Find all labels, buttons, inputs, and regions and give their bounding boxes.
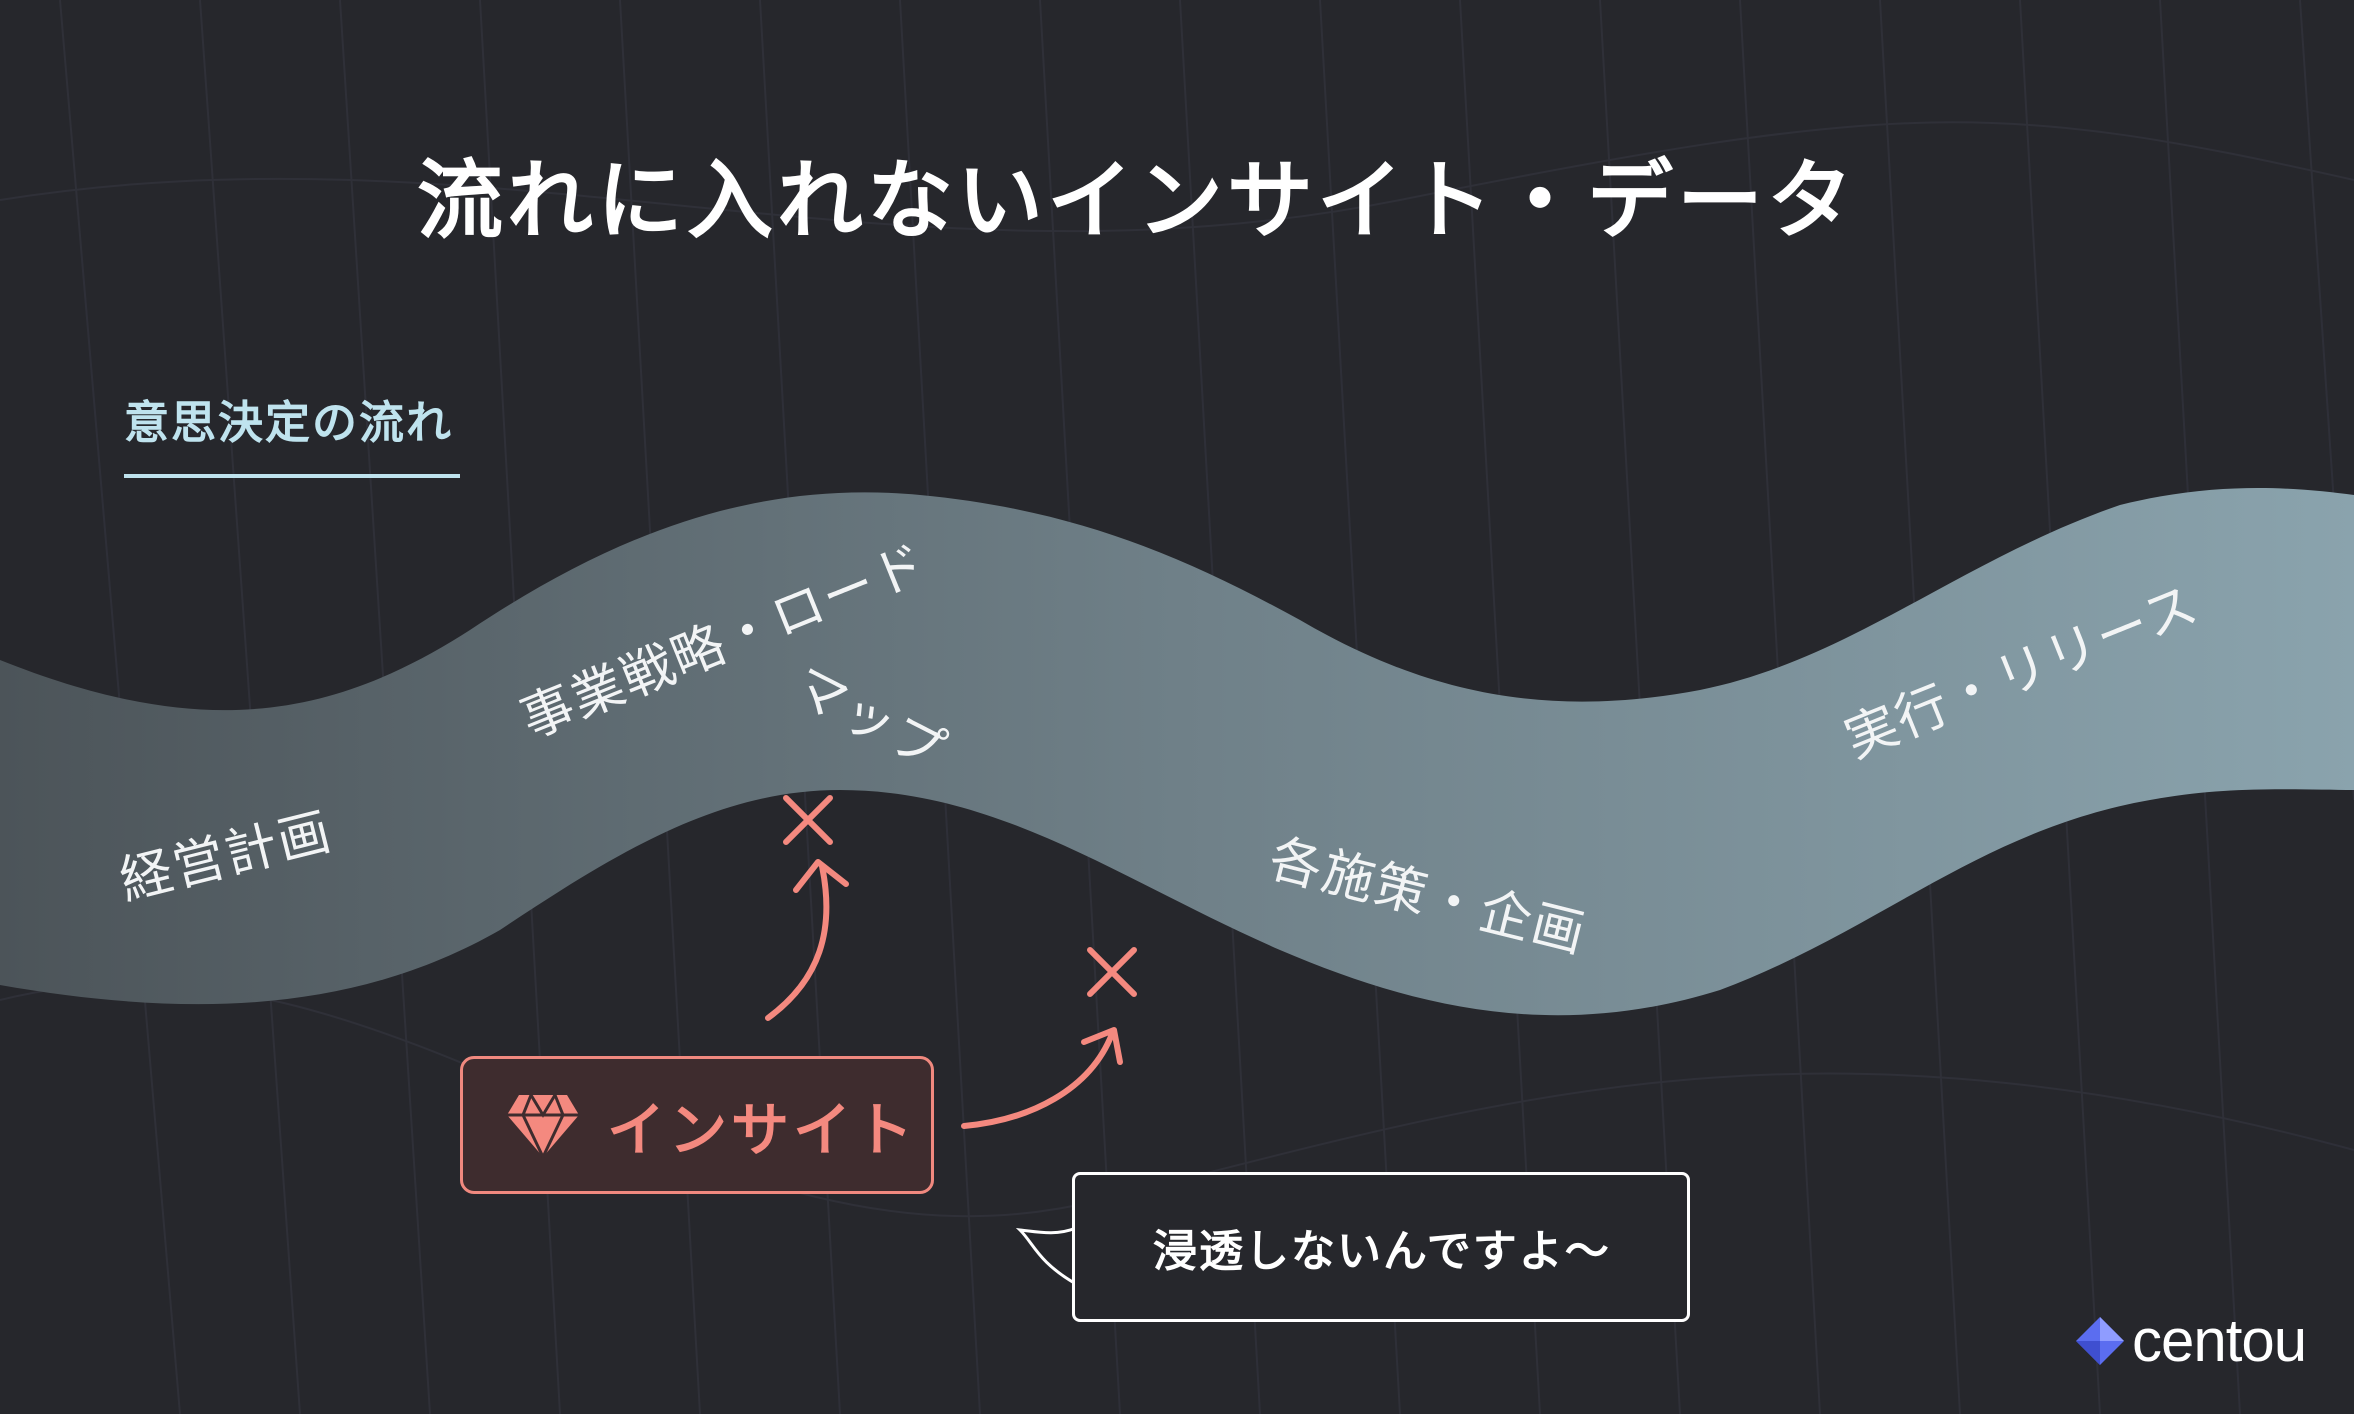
diamond-logo-icon	[2076, 1316, 2124, 1365]
speech-bubble-tail	[1016, 1226, 1077, 1286]
decision-river	[0, 487, 2354, 1016]
gem-icon	[507, 1094, 579, 1158]
section-underline	[124, 474, 460, 478]
speech-bubble: 浸透しないんですよ〜	[1072, 1172, 1690, 1322]
speech-bubble-text: 浸透しないんですよ〜	[1153, 1226, 1611, 1277]
section-label: 意思決定の流れ	[124, 396, 454, 449]
insight-label: インサイト	[607, 1096, 918, 1164]
insight-card: インサイト	[460, 1056, 934, 1194]
brand-name: centou	[2132, 1307, 2307, 1374]
page-title: 流れに入れないインサイト・データ	[417, 151, 1857, 251]
brand-logo: centou	[2074, 1306, 2307, 1375]
